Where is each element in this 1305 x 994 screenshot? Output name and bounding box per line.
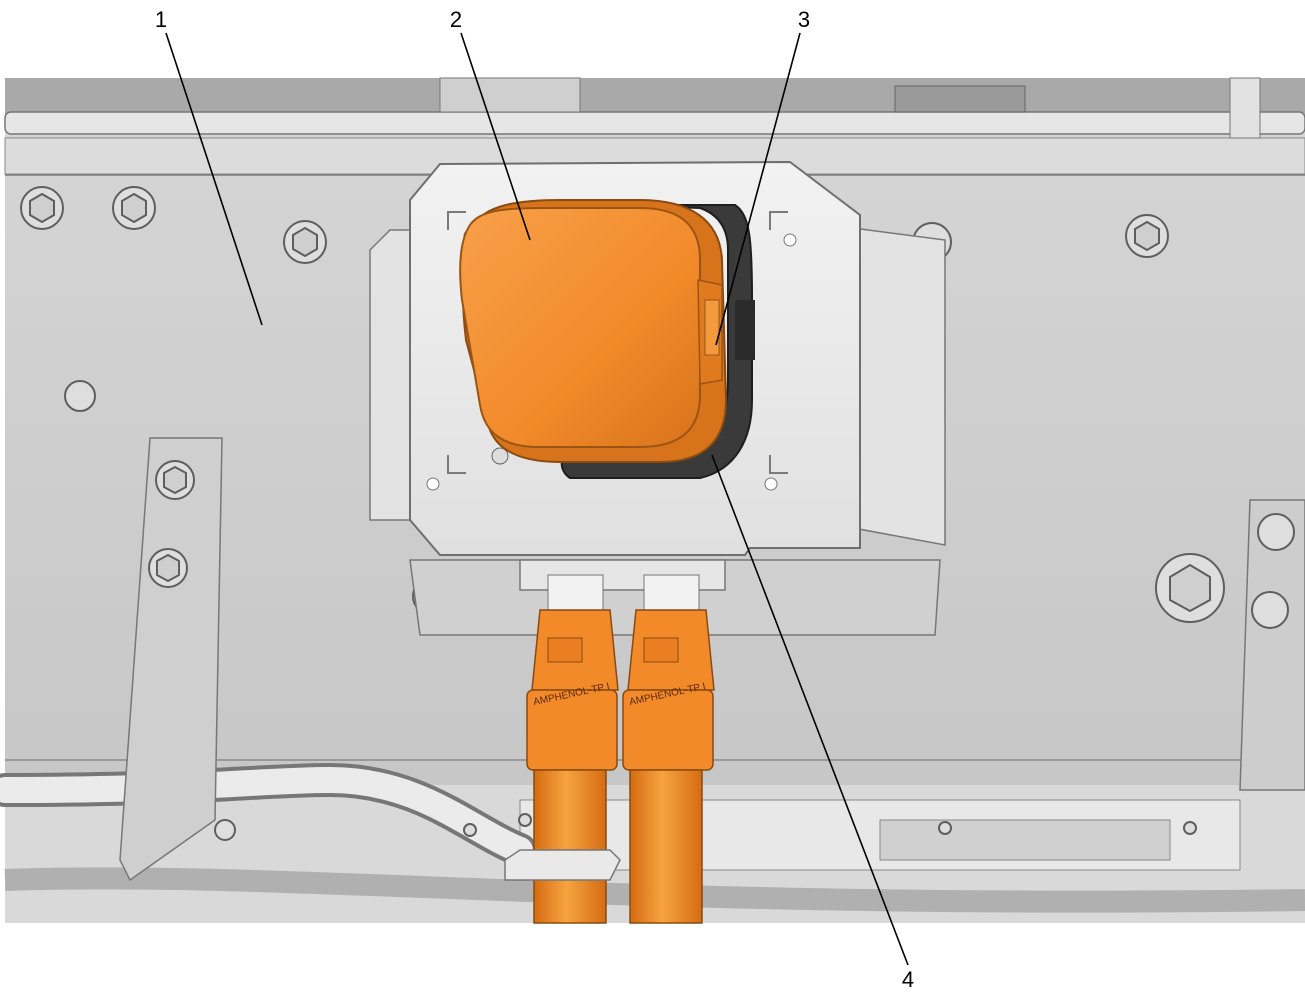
callout-4: 4 (902, 967, 914, 992)
hv-connectors: AMPHENOL-TP I AMPHENOL-TP I (519, 559, 726, 924)
leader-line-4 (711, 454, 909, 966)
connector-cover (459, 199, 728, 463)
callout-3: 3 (798, 7, 810, 32)
leader-line-1 (165, 32, 263, 326)
callout-1: 1 (155, 7, 167, 32)
leader-lines (165, 32, 909, 966)
callout-2: 2 (450, 7, 462, 32)
leader-line-3 (715, 32, 801, 346)
seal (560, 204, 755, 479)
leader-line-2 (460, 32, 531, 241)
cable-clamp (504, 849, 621, 881)
callouts: 1 2 3 4 (155, 7, 914, 992)
